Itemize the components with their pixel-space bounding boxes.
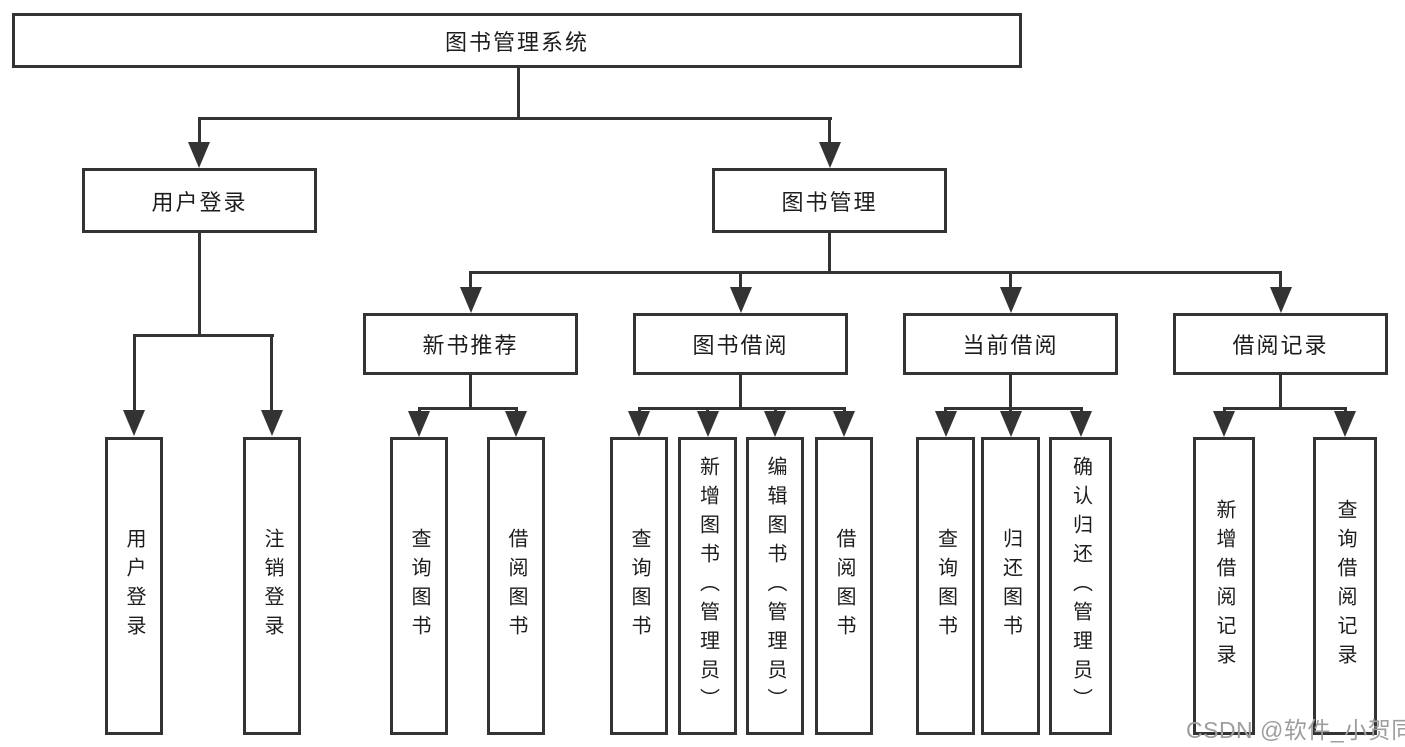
leaf-logout-login-label: 注销登录: [261, 528, 283, 644]
leaf-query-books-1: 查询图书: [390, 437, 448, 735]
leaf-user-login-label: 用户登录: [123, 528, 145, 644]
connector-line: [198, 233, 201, 337]
node-user-login-branch: 用户登录: [82, 168, 317, 233]
arrowhead-icon: [935, 411, 957, 437]
connector-line: [1009, 271, 1012, 291]
connector-line: [133, 334, 274, 337]
leaf-query-books-3-label: 查询图书: [934, 528, 957, 644]
leaf-add-borrow-record: 新增借阅记录: [1193, 437, 1255, 735]
leaf-add-book-admin: 新增图书（管理员）: [678, 437, 737, 735]
arrowhead-icon: [1213, 411, 1235, 437]
connector-line: [198, 117, 201, 147]
leaf-add-book-admin-label: 新增图书（管理员）: [696, 455, 719, 717]
arrowhead-icon: [1000, 411, 1022, 437]
connector-line: [1223, 407, 1346, 410]
leaf-query-books-2-label: 查询图书: [628, 528, 650, 644]
node-new-book-recommend: 新书推荐: [363, 313, 578, 375]
connector-line: [739, 375, 742, 410]
arrowhead-icon: [505, 411, 527, 437]
connector-line: [517, 68, 520, 120]
leaf-return-book-label: 归还图书: [999, 528, 1022, 644]
arrowhead-icon: [1334, 411, 1356, 437]
arrowhead-icon: [1070, 411, 1092, 437]
arrowhead-icon: [460, 287, 482, 313]
leaf-borrow-books-1: 借阅图书: [487, 437, 545, 735]
node-borrow-records: 借阅记录: [1173, 313, 1388, 375]
connector-line: [1009, 375, 1012, 410]
connector-line: [469, 271, 1282, 274]
leaf-confirm-return-admin: 确认归还（管理员）: [1049, 437, 1112, 735]
arrowhead-icon: [261, 410, 283, 436]
leaf-add-borrow-record-label: 新增借阅记录: [1213, 499, 1235, 673]
connector-line: [198, 117, 832, 120]
node-book-borrow: 图书借阅: [633, 313, 848, 375]
node-book-management: 图书管理: [712, 168, 947, 233]
connector-line: [1279, 271, 1282, 291]
leaf-query-books-2: 查询图书: [610, 437, 668, 735]
arrowhead-icon: [819, 142, 841, 168]
connector-line: [469, 271, 472, 291]
leaf-borrow-books-2: 借阅图书: [815, 437, 873, 735]
leaf-return-book: 归还图书: [981, 437, 1040, 735]
connector-line: [270, 334, 273, 412]
arrowhead-icon: [123, 410, 145, 436]
csdn-watermark: CSDN @软件_小贺同学: [1186, 717, 1405, 743]
arrowhead-icon: [764, 411, 786, 437]
arrowhead-icon: [628, 411, 650, 437]
arrowhead-icon: [697, 411, 719, 437]
connector-line: [739, 271, 742, 291]
leaf-confirm-return-admin-label: 确认归还（管理员）: [1069, 455, 1092, 717]
leaf-query-borrow-record-label: 查询借阅记录: [1334, 499, 1356, 673]
leaf-borrow-books-1-label: 借阅图书: [505, 528, 527, 644]
arrowhead-icon: [730, 287, 752, 313]
node-current-borrow: 当前借阅: [903, 313, 1118, 375]
arrowhead-icon: [1000, 287, 1022, 313]
leaf-query-borrow-record: 查询借阅记录: [1313, 437, 1377, 735]
connector-line: [638, 407, 846, 410]
arrowhead-icon: [1270, 287, 1292, 313]
connector-line: [828, 117, 831, 147]
connector-line: [1279, 375, 1282, 410]
leaf-borrow-books-2-label: 借阅图书: [833, 528, 855, 644]
connector-line: [828, 233, 831, 274]
arrowhead-icon: [833, 411, 855, 437]
leaf-edit-book-admin-label: 编辑图书（管理员）: [764, 455, 786, 717]
leaf-edit-book-admin: 编辑图书（管理员）: [746, 437, 804, 735]
leaf-query-books-3: 查询图书: [916, 437, 975, 735]
leaf-logout-login: 注销登录: [243, 437, 301, 735]
connector-line: [469, 375, 472, 410]
connector-line: [133, 334, 136, 412]
leaf-query-books-1-label: 查询图书: [408, 528, 430, 644]
arrowhead-icon: [408, 411, 430, 437]
connector-line: [418, 407, 518, 410]
arrowhead-icon: [188, 142, 210, 168]
connector-line: [944, 407, 1082, 410]
node-root: 图书管理系统: [12, 13, 1022, 68]
leaf-user-login: 用户登录: [105, 437, 163, 735]
